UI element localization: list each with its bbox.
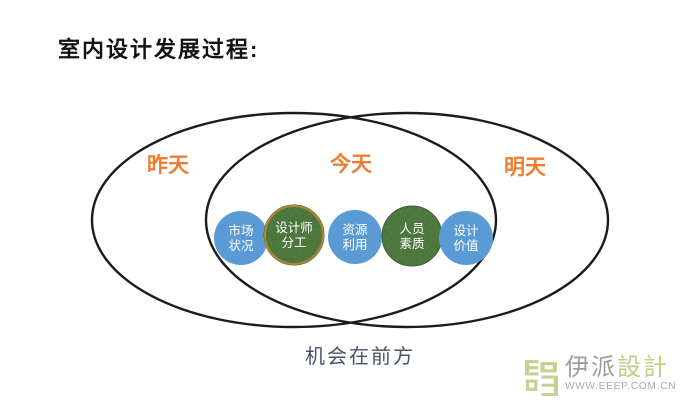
circle-label-line2: 价值 — [453, 238, 478, 253]
circle-shape — [214, 211, 268, 265]
circle-label-line1: 资源 — [342, 223, 368, 237]
brand-name: 伊派設計 — [565, 355, 676, 380]
circle-label-line2: 状况 — [228, 239, 254, 253]
brand-logo-icon — [525, 360, 558, 396]
circle-gold-ring — [264, 205, 324, 265]
watermark-text: 伊派設計 WWW.EEEP.COM.CN — [565, 355, 676, 393]
brand-url: WWW.EEEP.COM.CN — [565, 381, 677, 392]
circle-label-line1: 设计师 — [275, 220, 313, 235]
caption-opportunity-ahead: 机会在前方 — [305, 346, 415, 368]
circle-shape — [328, 210, 382, 264]
watermark: 伊派設計 WWW.EEEP.COM.CN — [525, 355, 676, 396]
page-title: 室内设计发展过程: — [58, 37, 260, 62]
brand-name-green: 設計 — [617, 354, 669, 381]
process-circle-designer: 设计师 分工 — [263, 204, 325, 266]
process-circle-personnel: 人员 素质 — [381, 205, 443, 267]
process-circle-value: 设计 价值 — [439, 211, 493, 265]
circle-label-line1: 设计 — [453, 223, 478, 238]
zone-label-yesterday: 昨天 — [147, 153, 190, 177]
circle-label-line1: 人员 — [399, 222, 424, 236]
circle-label-line1: 市场 — [228, 223, 253, 238]
process-circle-resource: 资源 利用 — [328, 210, 382, 264]
circle-label-line2: 素质 — [399, 237, 424, 251]
process-circle-market: 市场 状况 — [214, 211, 268, 265]
ellipse-tomorrow — [204, 111, 610, 329]
zone-label-tomorrow: 明天 — [504, 156, 547, 179]
ellipse-yesterday — [90, 111, 498, 329]
zone-label-today: 今天 — [330, 152, 373, 176]
circle-label-line2: 分工 — [281, 236, 306, 250]
circle-shape — [439, 211, 493, 265]
circle-label-line2: 利用 — [342, 238, 367, 252]
circle-shape — [381, 205, 443, 267]
brand-name-gray: 伊派 — [565, 354, 617, 381]
